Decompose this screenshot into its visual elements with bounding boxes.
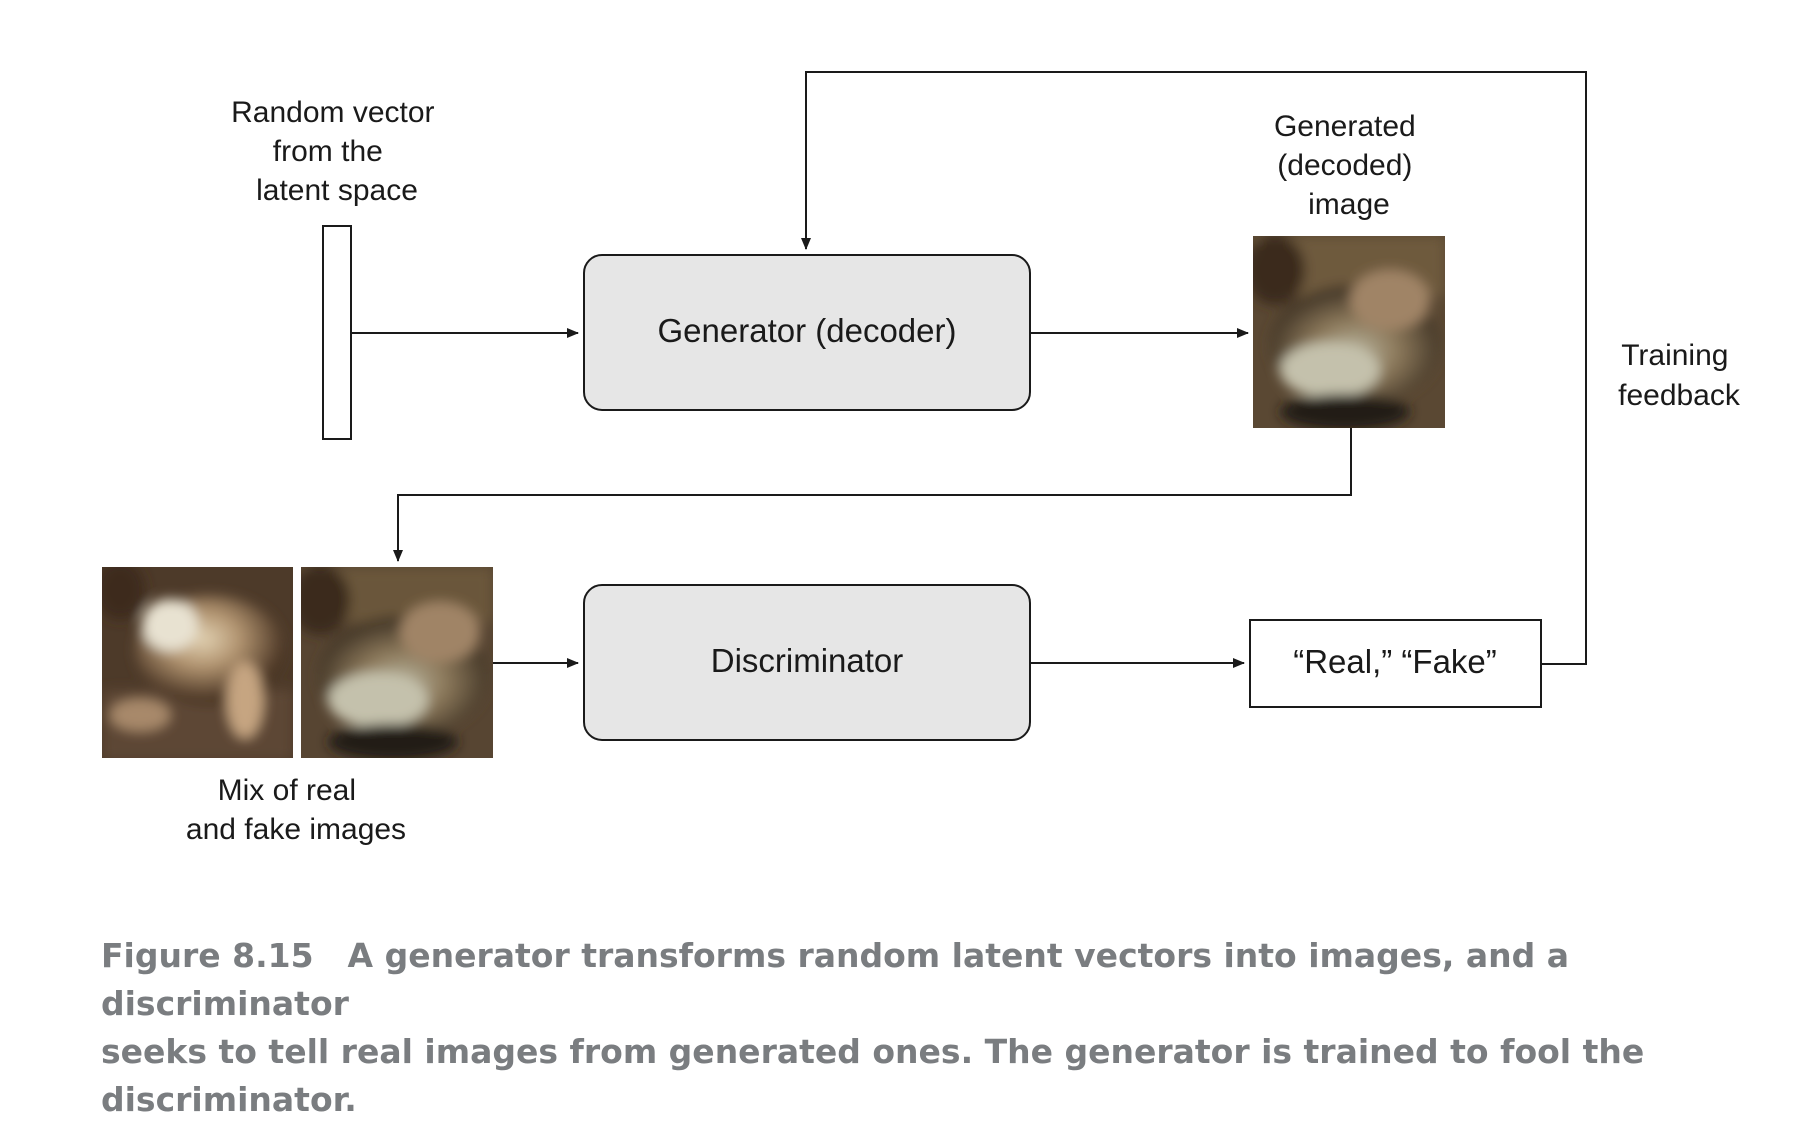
real-image	[102, 567, 293, 758]
training-feedback-label: Training feedback	[1618, 339, 1741, 412]
discriminator-box: Discriminator	[583, 584, 1031, 741]
caption-line-2: seeks to tell real images from generated…	[101, 1032, 1645, 1119]
generator-label: Generator (decoder)	[658, 312, 957, 349]
discriminator-label: Discriminator	[711, 642, 904, 679]
generated-image-label: Generated (decoded) image	[1274, 110, 1424, 221]
mix-label: Mix of real and fake images	[186, 774, 406, 846]
output-box: “Real,” “Fake”	[1249, 619, 1542, 708]
generated-image	[1253, 236, 1445, 428]
caption-text-1: A generator transforms random latent vec…	[101, 936, 1569, 1023]
gan-diagram: Random vector from the latent space Gene…	[102, 71, 1741, 846]
arrow-image-to-mix	[393, 428, 1352, 562]
figure-number: Figure 8.15	[101, 936, 314, 975]
fake-image	[301, 567, 493, 758]
latent-vector-label: Random vector from the latent space	[231, 96, 443, 207]
generator-box: Generator (decoder)	[583, 254, 1031, 411]
output-label: “Real,” “Fake”	[1293, 643, 1497, 680]
arrow-training-feedback	[801, 71, 1587, 665]
latent-vector-bar	[322, 225, 352, 440]
